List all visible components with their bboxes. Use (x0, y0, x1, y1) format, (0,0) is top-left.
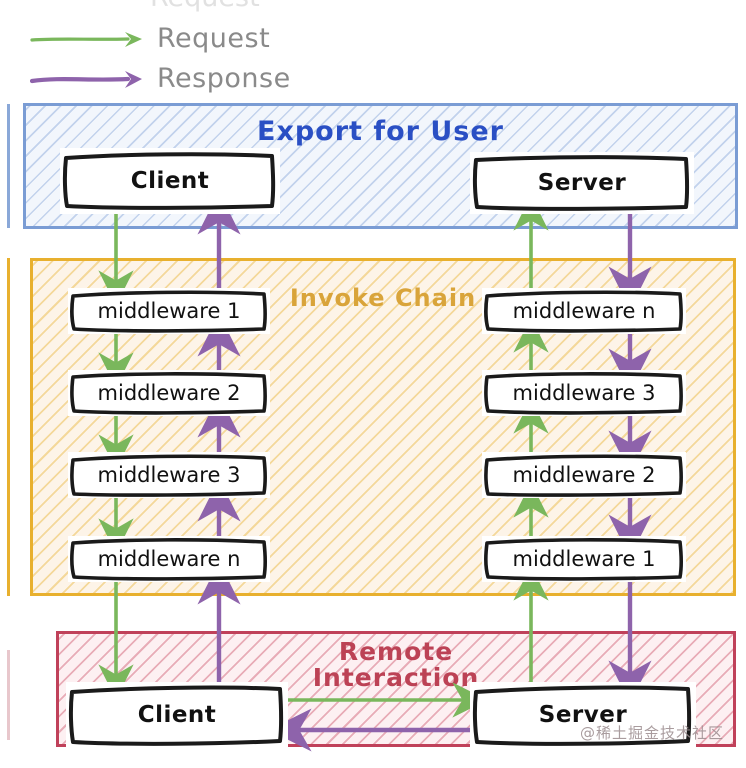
node-label: middleware n (512, 299, 656, 323)
node-mw-l4[interactable]: middleware n (68, 536, 270, 582)
node-server-top[interactable]: Server (470, 152, 694, 214)
node-label: middleware 1 (512, 547, 656, 571)
request-arrow-icon (30, 31, 142, 47)
legend-item-request: Request (30, 23, 270, 54)
node-mw-r4[interactable]: middleware 1 (482, 536, 686, 582)
response-arrow-icon (30, 70, 142, 88)
edge-strip-red (7, 650, 10, 740)
legend-label-response: Response (157, 63, 291, 94)
node-mw-r3[interactable]: middleware 2 (482, 452, 686, 498)
legend-label-request: Request (157, 23, 271, 54)
node-label: Client (130, 168, 210, 194)
node-mw-r1[interactable]: middleware n (482, 288, 686, 334)
node-mw-r2[interactable]: middleware 3 (482, 370, 686, 416)
node-mw-l1[interactable]: middleware 1 (68, 288, 270, 334)
node-mw-l2[interactable]: middleware 2 (68, 370, 270, 416)
node-label: middleware 1 (97, 299, 241, 323)
watermark: @稀土掘金技术社区 (580, 724, 725, 742)
node-label: middleware 3 (97, 463, 241, 487)
node-server-bottom[interactable]: Server (470, 682, 696, 748)
node-label: middleware n (97, 547, 241, 571)
edge-strip-orange (7, 258, 10, 596)
node-client-top[interactable]: Client (60, 148, 280, 214)
node-mw-l3[interactable]: middleware 3 (68, 452, 270, 498)
legend-item-response: Response (30, 63, 291, 94)
node-label: Server (538, 702, 628, 728)
node-label: middleware 2 (97, 381, 241, 405)
node-label: middleware 2 (512, 463, 656, 487)
node-label: middleware 3 (512, 381, 656, 405)
edge-strip-blue (7, 104, 10, 228)
node-label: Client (137, 702, 217, 728)
node-client-bottom[interactable]: Client (66, 682, 288, 748)
legend-label-request-cropped: Request (150, 0, 260, 13)
node-label: Server (537, 170, 627, 196)
